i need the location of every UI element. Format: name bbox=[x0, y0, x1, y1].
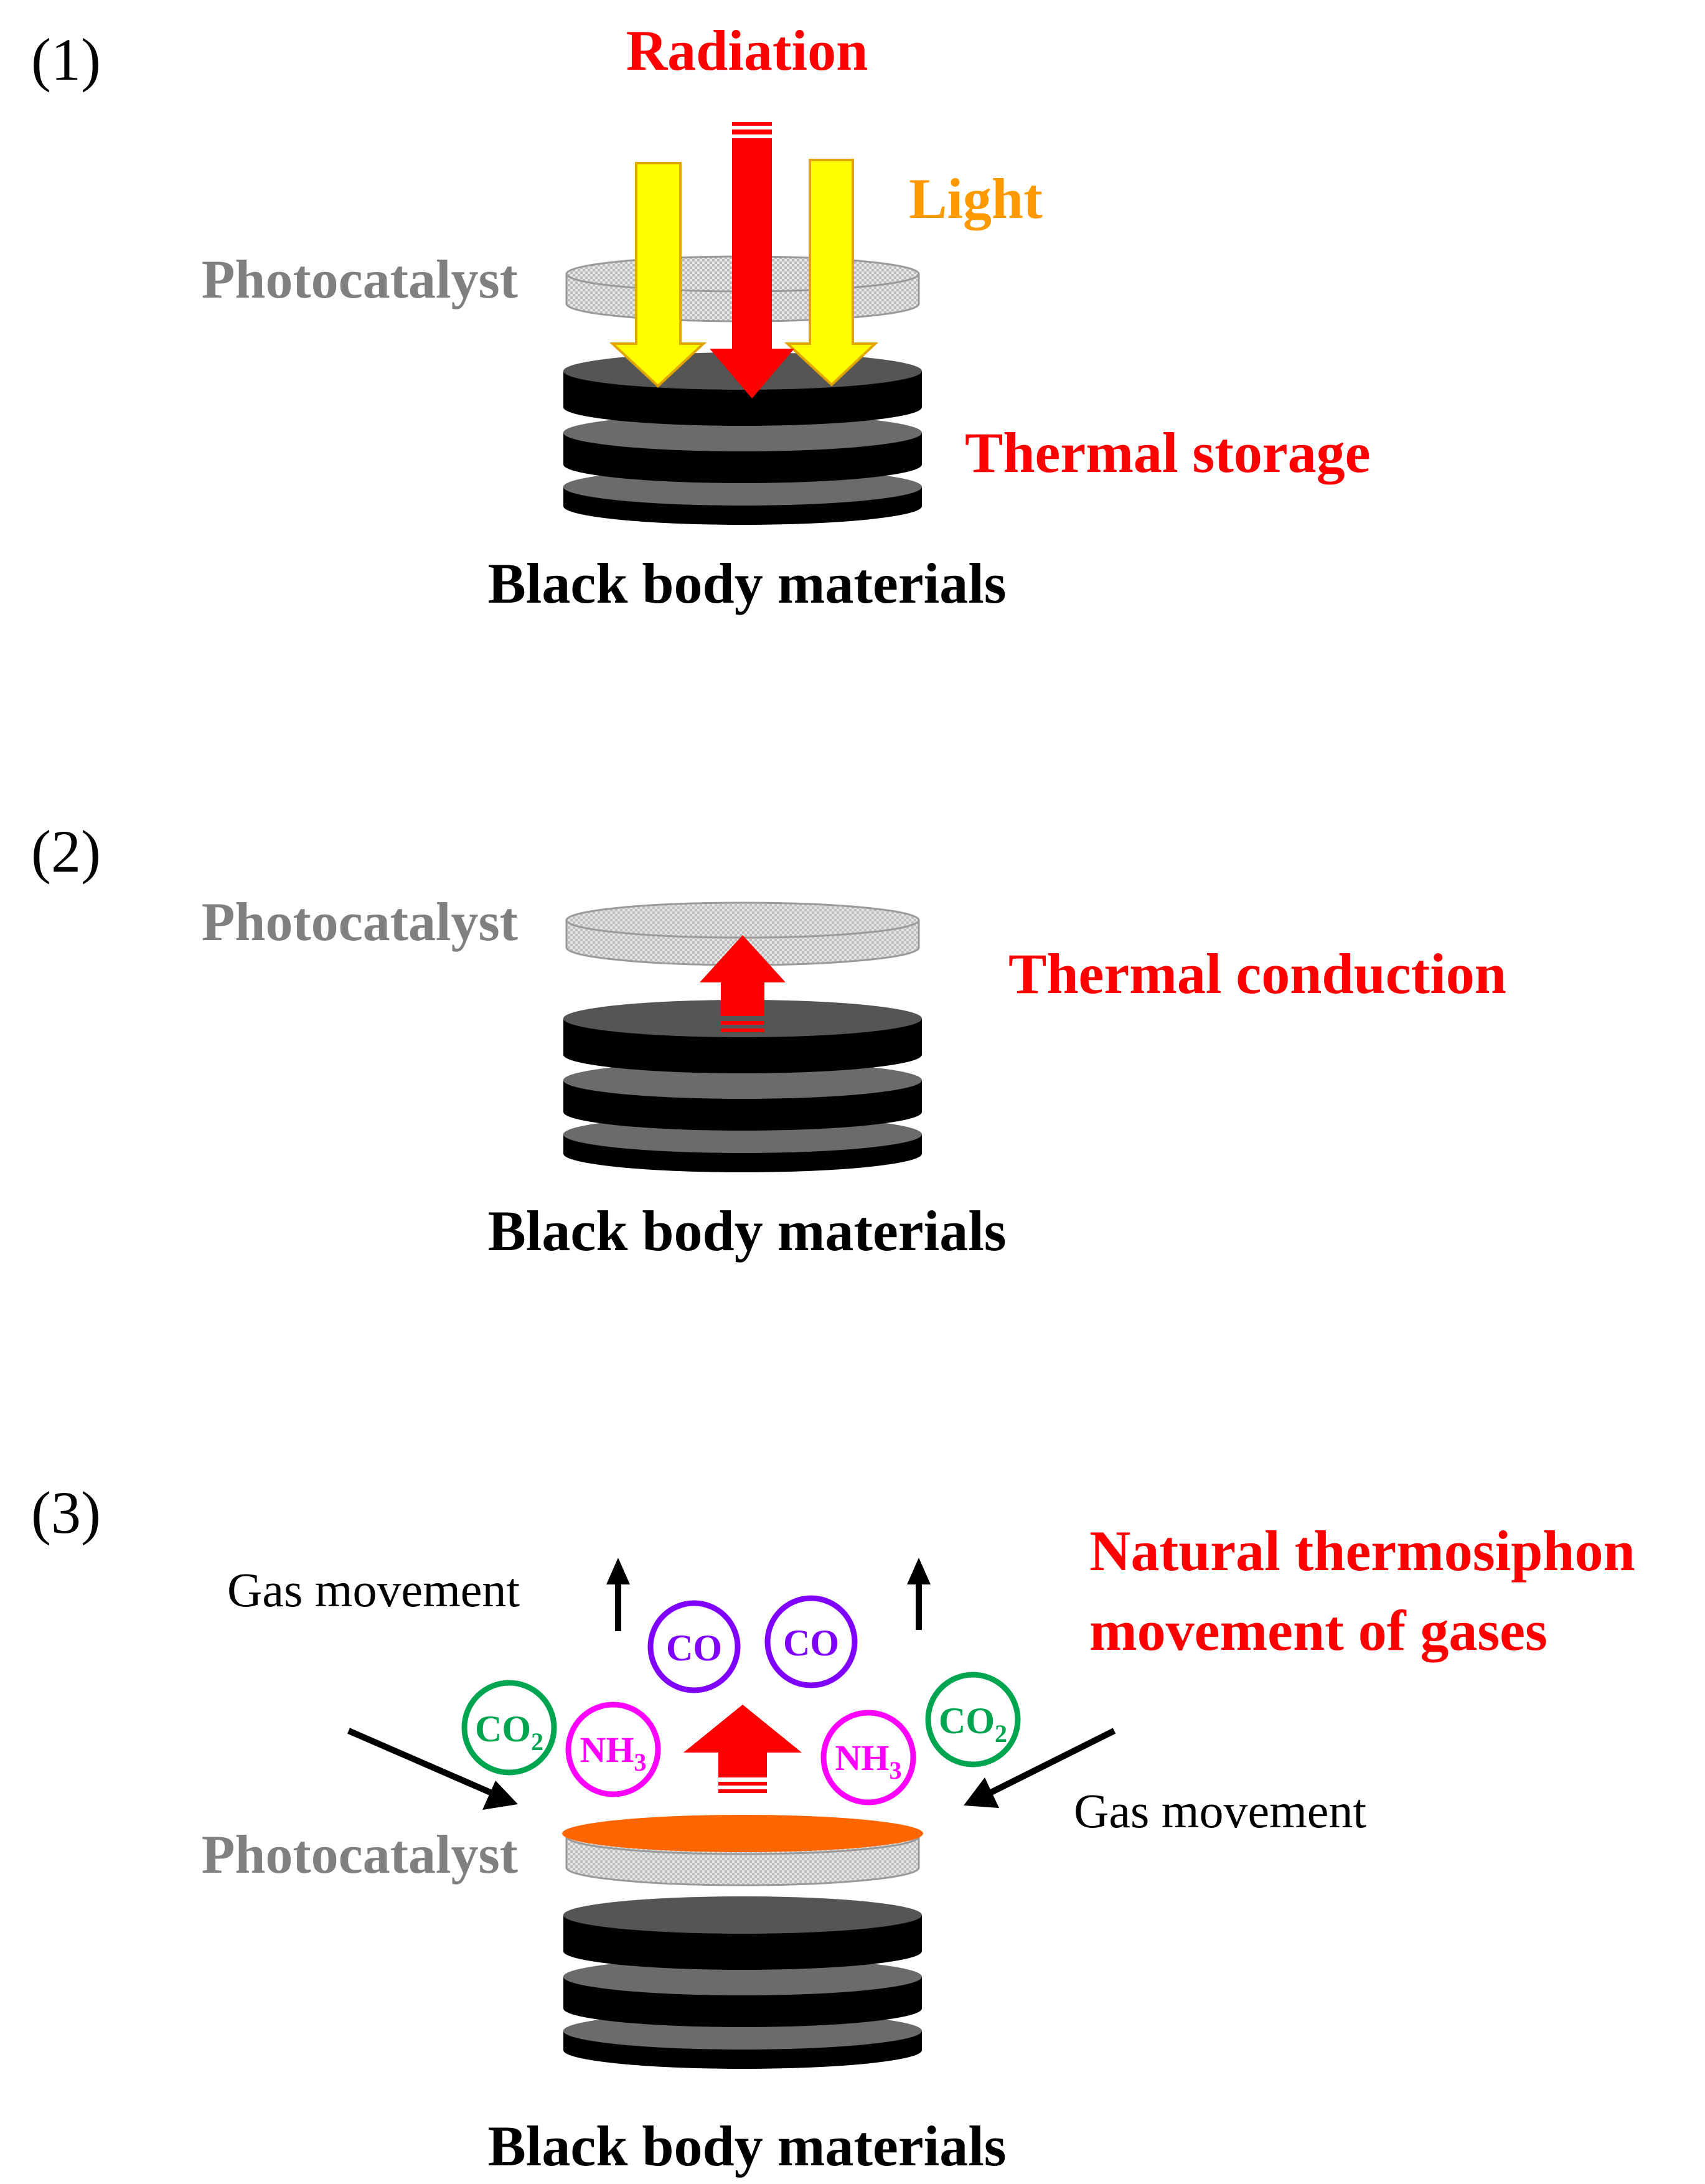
light-arrow-right bbox=[784, 159, 879, 387]
light-label: Light bbox=[909, 167, 1043, 230]
panel-3: (3) Natural thermosiphon movement of gas… bbox=[31, 1479, 1635, 2178]
nh3-label: NH bbox=[580, 1730, 634, 1770]
gas-up-arrow-right bbox=[907, 1558, 931, 1630]
gas-up-arrow-left bbox=[606, 1558, 630, 1631]
co2-label: CO bbox=[475, 1708, 531, 1749]
svg-text:CO2: CO2 bbox=[939, 1700, 1007, 1748]
gas-in-arrow-right bbox=[964, 1728, 1116, 1808]
thermosiphon-title-line-1: Natural thermosiphon bbox=[1089, 1519, 1635, 1583]
light-arrow-left bbox=[609, 162, 707, 388]
thermal-storage-label: Thermal storage bbox=[965, 421, 1371, 484]
co2-subscript: 2 bbox=[995, 1720, 1007, 1748]
co-molecule-right: CO bbox=[764, 1595, 858, 1688]
nh3-label: NH bbox=[835, 1738, 890, 1778]
svg-text:NH3: NH3 bbox=[580, 1730, 647, 1776]
thermal-conduction-label: Thermal conduction bbox=[1008, 942, 1506, 1005]
thermosiphon-title-line-2: movement of gases bbox=[1089, 1599, 1548, 1662]
svg-text:CO2: CO2 bbox=[475, 1708, 543, 1756]
co2-molecule-left: CO2 bbox=[461, 1680, 557, 1776]
black-body-label: Black body materials bbox=[487, 1199, 1006, 1263]
panel-1: (1) Radiation Light Photocatalyst Therma… bbox=[31, 19, 1371, 615]
co2-label: CO bbox=[939, 1700, 995, 1741]
panel-2: (2) Photocatalyst Thermal conduction Bla… bbox=[31, 818, 1506, 1263]
svg-text:NH3: NH3 bbox=[835, 1738, 902, 1784]
black-body-stack bbox=[563, 1896, 922, 2069]
co-label: CO bbox=[666, 1627, 722, 1669]
thermal-conduction-arrow bbox=[700, 935, 786, 1032]
co-label: CO bbox=[783, 1622, 839, 1664]
nh3-molecule-left: NH3 bbox=[565, 1702, 661, 1797]
nh3-molecule-right: NH3 bbox=[820, 1710, 916, 1805]
black-body-label: Black body materials bbox=[487, 552, 1006, 615]
gas-in-arrow-left bbox=[347, 1728, 518, 1810]
gas-movement-label-right: Gas movement bbox=[1074, 1784, 1366, 1838]
black-body-stack bbox=[563, 1000, 922, 1172]
photocatalyst-label: Photocatalyst bbox=[202, 250, 518, 310]
radiation-arrow bbox=[710, 122, 794, 398]
gas-movement-label-left: Gas movement bbox=[227, 1563, 520, 1617]
heated-photocatalyst-disc bbox=[562, 1815, 923, 1886]
radiation-label: Radiation bbox=[626, 19, 868, 82]
thermosiphon-arrow bbox=[683, 1705, 802, 1793]
co-molecule-left: CO bbox=[647, 1600, 741, 1693]
panel-3-number: (3) bbox=[31, 1479, 101, 1546]
nh3-subscript: 3 bbox=[634, 1748, 647, 1776]
panel-1-number: (1) bbox=[31, 26, 101, 93]
photocatalyst-label: Photocatalyst bbox=[202, 1825, 518, 1885]
nh3-subscript: 3 bbox=[890, 1756, 902, 1784]
panel-2-number: (2) bbox=[31, 818, 101, 885]
photocatalyst-label: Photocatalyst bbox=[202, 892, 518, 953]
co2-molecule-right: CO2 bbox=[925, 1672, 1021, 1767]
co2-subscript: 2 bbox=[531, 1728, 543, 1756]
black-body-label: Black body materials bbox=[487, 2114, 1006, 2178]
